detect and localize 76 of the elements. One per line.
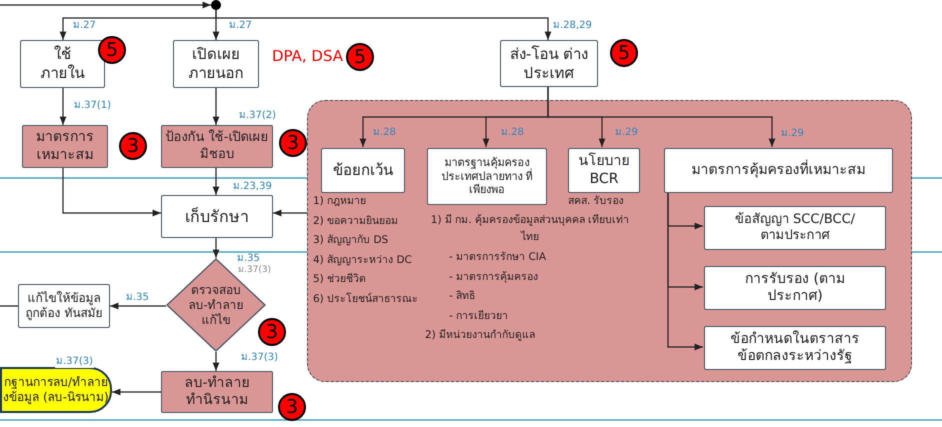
arrow <box>273 210 307 216</box>
node-text: ใช้ ภายใน <box>40 45 86 83</box>
node-text: ป้องกัน ใช้-เปิดเผย มิชอบ <box>164 130 270 163</box>
process-box <box>173 40 259 88</box>
node-text: การรับรอง (ตามประกาศ) <box>744 270 846 306</box>
arrow <box>212 88 220 125</box>
node-text: มาตรฐานคุ้มครอง ประเทศปลายทาง ที่เพียงพอ <box>440 156 534 198</box>
reference-label: ม.37(3) <box>238 265 272 276</box>
process-box <box>321 148 405 193</box>
edge-label: ม.37(3) <box>55 356 94 368</box>
list-item: - การเยียวยา <box>449 310 508 322</box>
node-text: เก็บรักษา <box>185 206 249 226</box>
list-item: 2) ขอความยินยอม <box>313 214 398 228</box>
process-box <box>22 125 108 168</box>
node-text: ข้อสัญญา SCC/BCC/ตามประกาศ <box>734 212 856 244</box>
number-badge: 5 <box>346 43 374 71</box>
list-item: 1) มี กม. คุ้มครองข้อมูลส่วนบุคคล เทียบเท่าไทย <box>430 213 630 246</box>
arrow <box>212 238 220 258</box>
process-box <box>18 284 110 328</box>
list-item: - มาตรการรักษา CIA <box>449 251 546 264</box>
process-box <box>427 148 547 205</box>
connector-line <box>0 305 18 307</box>
note-text: DPA, DSA <box>272 47 344 65</box>
list-item: 1) กฎหมาย <box>313 195 366 208</box>
list-item: 6) ประโยชน์สาธารณะ <box>313 292 418 306</box>
arrow <box>547 87 776 147</box>
number-badge: 3 <box>278 393 306 421</box>
junction-dot <box>211 0 221 10</box>
arrow <box>215 10 552 40</box>
node-text: เปิดเผย ภายนอก <box>188 45 244 83</box>
process-box <box>161 195 273 238</box>
arrow <box>667 192 703 350</box>
edge-label: ม.37(2) <box>238 110 278 122</box>
edge-label: ม.37(3) <box>240 352 280 364</box>
group-panel <box>307 100 912 382</box>
list-item: สคส. รับรอง <box>568 195 624 208</box>
number-badge: 3 <box>258 318 286 346</box>
process-box <box>704 326 886 370</box>
node-text: นโยบาย BCR <box>578 153 630 188</box>
process-box <box>500 40 598 87</box>
number-badge: 5 <box>98 36 126 64</box>
arrow <box>0 2 211 8</box>
process-box <box>664 148 893 193</box>
number-badge: 5 <box>610 39 638 67</box>
arrow <box>110 302 166 310</box>
node-text: มาตรการคุ้มครองที่เหมาะสม <box>692 162 866 180</box>
process-box <box>161 371 273 413</box>
number-badge: 3 <box>119 132 147 160</box>
edge-label: ม.37(1) <box>73 100 112 112</box>
process-box <box>568 148 640 193</box>
node-text: ตรวจสอบ ลบ-ทำลาย แก้ไข <box>187 282 245 328</box>
process-box <box>704 206 886 250</box>
list-item: 5) ช่วยชีวิต <box>313 273 366 286</box>
node-text: ส่ง-โอน ต่างประเทศ <box>509 44 589 82</box>
number-badge: 3 <box>279 129 307 157</box>
edge-label: ม.23,39 <box>232 181 273 193</box>
node-text: กฐานการลบ/ทำลาย งข้อมูล (ลบ-นิรนาม) <box>2 375 110 405</box>
node-text: ข้อยกเว้น <box>333 161 393 180</box>
list-item: 4) สัญญาระหว่าง DC <box>313 254 412 266</box>
process-box <box>20 40 105 88</box>
node-text: มาตรการ เหมาะสม <box>35 129 95 164</box>
terminator-box <box>0 367 112 413</box>
arrow <box>212 168 220 195</box>
node-text: ลบ-ทำลาย ทำนิรนาม <box>183 374 251 410</box>
node-text: แก้ไขให้ข้อมูล ถูกต้อง ทันสมัย <box>24 291 104 321</box>
list-item: 3) สัญญากับ DS <box>313 234 388 247</box>
arrow <box>62 168 161 216</box>
list-item: - สิทธิ <box>449 290 476 303</box>
process-box <box>704 266 886 310</box>
list-item: - มาตรการคุ้มครอง <box>449 270 538 284</box>
list-item: 2) มีหน่วยงานกำกับดูแล <box>425 329 536 342</box>
edge-label: ม.28,29 <box>552 20 593 32</box>
node-text: ข้อกำหนดในตราสาร ข้อตกลงระหว่างรัฐ <box>730 330 860 366</box>
arrow <box>60 88 66 125</box>
arrow <box>112 388 161 396</box>
arrow <box>212 352 220 371</box>
